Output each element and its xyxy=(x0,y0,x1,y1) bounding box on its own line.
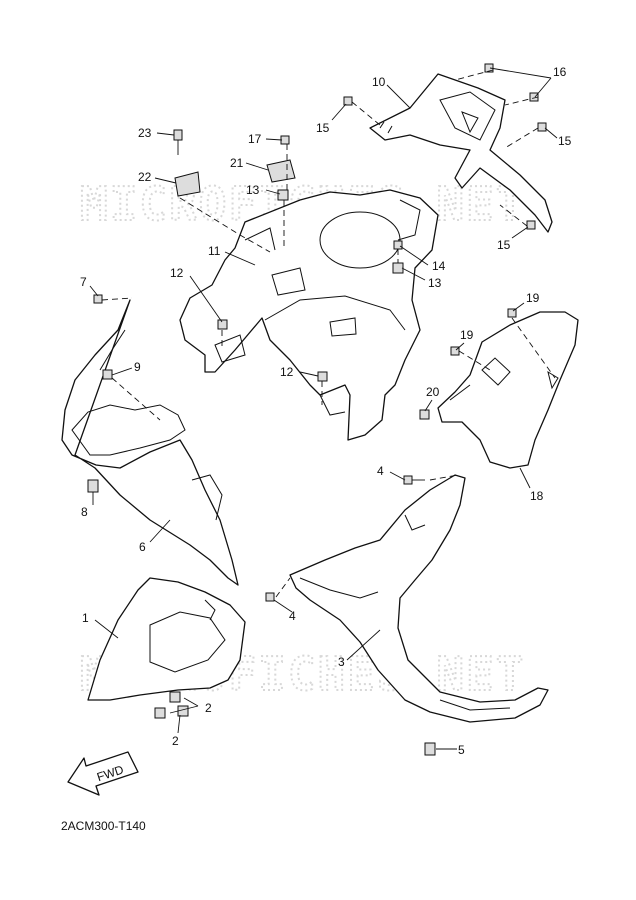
callout-14: 14 xyxy=(432,259,446,273)
screw-2b xyxy=(169,691,181,703)
callout-17: 17 xyxy=(248,132,262,146)
callout-8: 8 xyxy=(81,505,88,519)
callout-15c: 15 xyxy=(497,238,511,252)
callout-21: 21 xyxy=(230,156,244,170)
callout-23: 23 xyxy=(138,126,152,140)
callout-6: 6 xyxy=(139,540,146,554)
part-11-inner-panel xyxy=(179,189,439,441)
callout-12b: 12 xyxy=(280,365,294,379)
callout-15a: 15 xyxy=(316,121,330,135)
assembly-lines xyxy=(101,69,556,598)
callout-2a: 2 xyxy=(205,701,212,715)
callout-4b: 4 xyxy=(289,609,296,623)
diagram-code: 2ACM300-T140 xyxy=(61,819,146,833)
part-18-rear-panel xyxy=(437,311,579,469)
callout-10: 10 xyxy=(372,75,386,89)
fasteners xyxy=(87,63,547,756)
callout-18: 18 xyxy=(530,489,544,503)
callout-11: 11 xyxy=(208,244,221,258)
part-6-left-side-cover xyxy=(61,299,239,586)
part-3-front-leg-shield xyxy=(289,474,549,723)
callout-3: 3 xyxy=(338,655,345,669)
part-10-upper-cover xyxy=(369,73,553,233)
callout-13a: 13 xyxy=(246,183,260,197)
callout-1: 1 xyxy=(82,611,89,625)
callout-7: 7 xyxy=(80,275,87,289)
callout-2b: 2 xyxy=(172,734,179,748)
callout-4a: 4 xyxy=(377,464,384,478)
callout-19b: 19 xyxy=(460,328,474,342)
leader-lines xyxy=(89,67,558,750)
screw-2a xyxy=(154,707,166,719)
callout-15b: 15 xyxy=(558,134,572,148)
fwd-arrow: FWD xyxy=(67,751,139,796)
part-1-front-fender xyxy=(87,577,246,701)
callout-9: 9 xyxy=(134,360,141,374)
callout-22: 22 xyxy=(138,170,152,184)
callout-20: 20 xyxy=(426,385,440,399)
callout-13b: 13 xyxy=(428,276,442,290)
callout-numbers: 1 2 2 3 4 4 5 6 7 8 9 10 11 12 12 13 13 … xyxy=(80,65,572,757)
callout-19a: 19 xyxy=(526,291,540,305)
callout-12a: 12 xyxy=(170,266,184,280)
callout-16: 16 xyxy=(553,65,567,79)
callout-5: 5 xyxy=(458,743,465,757)
